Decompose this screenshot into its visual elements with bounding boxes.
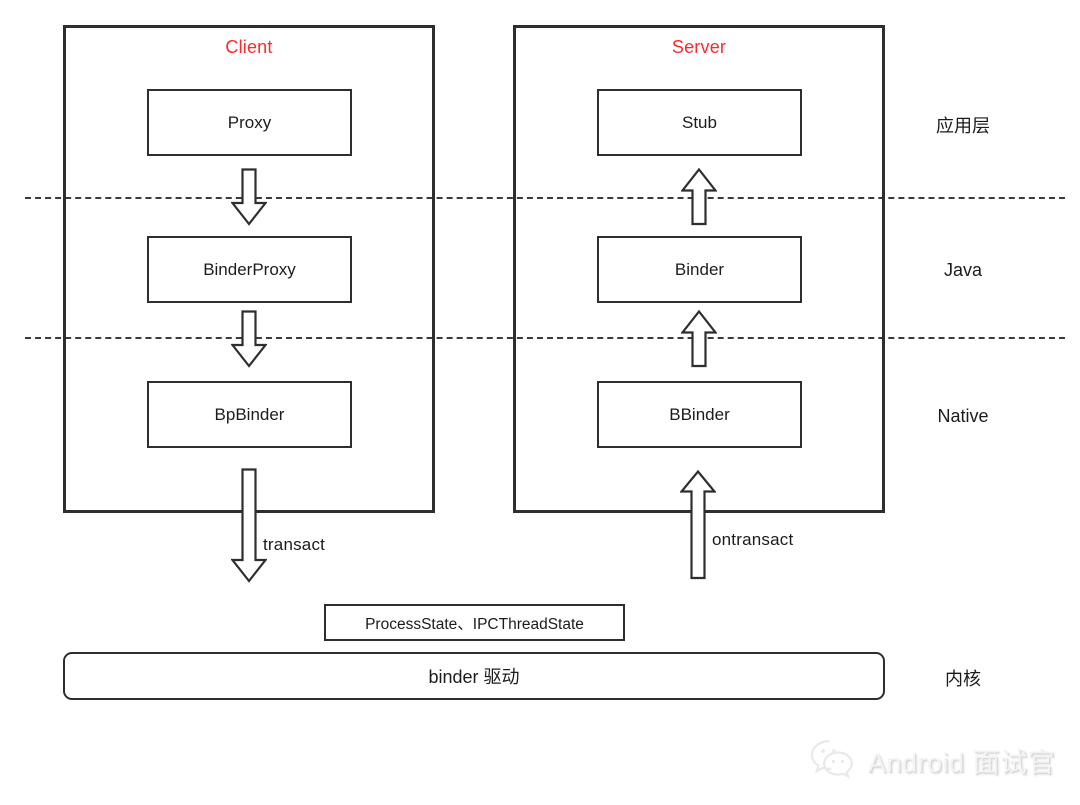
watermark: Android 面试官 [808, 737, 1055, 783]
down-arrow-icon [231, 168, 267, 226]
layer-divider-app-java [25, 197, 1065, 199]
node-stub: Stub [597, 89, 802, 156]
server-title: Server [671, 37, 727, 57]
layer-label-native: Native [937, 406, 989, 426]
node-proxy: Proxy [147, 89, 352, 156]
wechat-icon [808, 737, 860, 783]
layer-label-kernel: 内核 [945, 669, 981, 689]
ontransact-arrow-icon [680, 470, 716, 580]
ontransact-label: ontransact [712, 530, 794, 549]
client-title: Client [225, 37, 273, 57]
layer-divider-java-native [25, 337, 1065, 339]
layer-label-app: 应用层 [936, 116, 990, 136]
node-binderproxy: BinderProxy [147, 236, 352, 303]
watermark-text: Android 面试官 [868, 747, 1056, 778]
ipc-state-box: ProcessState、IPCThreadState [324, 604, 625, 641]
transact-label: transact [263, 535, 326, 554]
node-bpbinder: BpBinder [147, 381, 352, 448]
node-binder: Binder [597, 236, 802, 303]
up-arrow-icon [681, 168, 717, 226]
node-bbinder: BBinder [597, 381, 802, 448]
down-arrow-icon [231, 310, 267, 368]
layer-label-java: Java [943, 260, 983, 280]
up-arrow-icon [681, 310, 717, 368]
binder-driver-box: binder 驱动 [63, 652, 885, 700]
transact-arrow-icon [231, 468, 267, 583]
